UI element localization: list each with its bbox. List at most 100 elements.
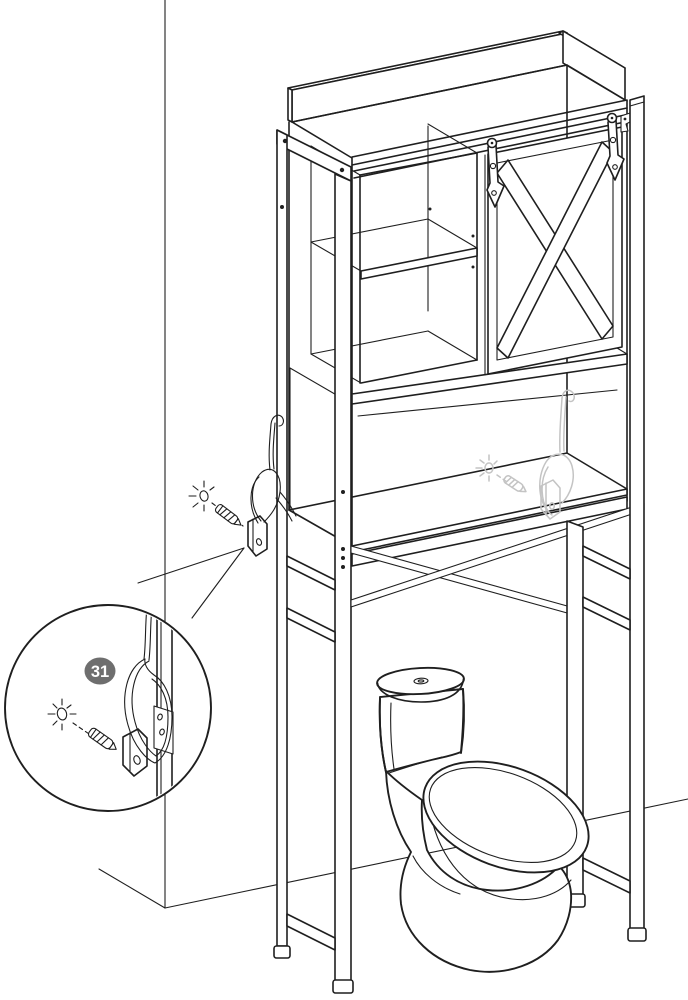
callout-number: 31 [91, 663, 109, 681]
plate-screw [159, 728, 165, 736]
shelf-pin-hole [471, 265, 475, 269]
ghost-anchor-right [475, 389, 575, 520]
anti-tip-anchor-left [188, 414, 297, 557]
starburst-rays [188, 480, 215, 512]
rail-stop-bolt [623, 117, 627, 121]
hanger-hole [609, 136, 617, 144]
wall-base-line [98, 868, 166, 909]
tank-lid-edge [376, 678, 465, 703]
flush-button-center [417, 679, 425, 683]
screw [341, 556, 345, 560]
cabinet-top-tray [287, 30, 628, 166]
detail-callout: 31 [4, 547, 245, 812]
niche-top-board [351, 353, 628, 405]
base-contour [412, 855, 461, 895]
hanger-roller-bolt [490, 141, 494, 145]
tray-right-rim-face [562, 30, 626, 101]
left-panel-top-rail [276, 129, 352, 182]
rope-strand-up [268, 423, 272, 471]
sliding-barn-door [484, 126, 623, 376]
bottom-shelf-right-depth [566, 452, 628, 490]
shelf-pin-hole [428, 207, 432, 211]
screw [341, 547, 345, 551]
callout-wedge-line [191, 547, 245, 619]
rope-strand [559, 397, 563, 453]
l-bracket-hole [548, 502, 556, 510]
tank-left-edge [378, 698, 387, 773]
tray-back-rim-face [291, 32, 568, 123]
rope-end-hook [561, 389, 575, 403]
tank-right-edge [460, 688, 465, 754]
left-bottom-rail [286, 913, 336, 951]
left-front-foot [332, 979, 354, 994]
right-mid-rail-upper [582, 545, 631, 580]
hanger-roller-bolt [610, 116, 614, 120]
callout-circle [4, 604, 212, 812]
callout-rope-loop [124, 658, 173, 764]
l-bracket-ghost [540, 479, 561, 520]
interior-top-right-depth [427, 123, 478, 154]
wall-anchor-plug-ghost [503, 475, 527, 493]
left-back-post [276, 129, 288, 947]
shelf-front-edge [360, 247, 478, 280]
right-front-foot [627, 927, 647, 942]
interior-back-bottom [310, 330, 429, 355]
tray-back-rim-left-cap [287, 87, 293, 123]
hanger-strap [486, 144, 505, 208]
bottom-shelf-back-edge [288, 452, 568, 511]
left-mid-rail-lower [286, 607, 336, 643]
bottom-shelf [288, 452, 628, 567]
bottom-shelf-front-edge [351, 488, 628, 553]
shelf-right-depth [427, 218, 478, 249]
callout-starburst-rays [47, 698, 77, 731]
screw [339, 167, 345, 173]
shelf-back-edge [310, 218, 429, 243]
flush-button [413, 677, 429, 685]
hanger-hole [491, 190, 497, 196]
callout-content [47, 607, 174, 809]
callout-rope-loop-inner [131, 660, 169, 757]
hanger-strap [606, 119, 625, 181]
starburst-rays [475, 454, 498, 482]
screw [282, 138, 288, 144]
anti-tip-rope-loop-inner [250, 476, 260, 524]
l-bracket-hole [255, 538, 263, 546]
rope-strand [563, 396, 567, 452]
right-front-post-cap [629, 101, 645, 107]
opening-bottom-edge [360, 359, 478, 384]
right-bottom-rail [582, 857, 631, 894]
cabinet-carcass [288, 64, 628, 559]
left-mid-rail-upper [286, 555, 336, 591]
toilet-seat [422, 760, 590, 874]
bowl-rim-line [429, 811, 572, 901]
screw [341, 490, 345, 494]
rope-strand-up [272, 422, 276, 470]
wall-hole-starburst [199, 490, 209, 502]
hanger-hole [612, 164, 618, 170]
left-front-post [334, 173, 352, 983]
rope-strand [275, 497, 293, 522]
interior-bottom-right-depth [427, 330, 478, 361]
callout-wedge-line [137, 547, 245, 584]
rope-end-hook [270, 414, 284, 427]
open-compartment [310, 123, 478, 384]
callout-starburst [56, 707, 68, 721]
left-back-foot [273, 945, 291, 959]
tank-bowl-junction [385, 756, 443, 775]
cross-brace-a [350, 545, 579, 617]
callout-bracket-hole [133, 755, 141, 765]
callout-l-bracket [122, 728, 148, 777]
callout-anchor-plug [87, 727, 117, 750]
door-frame-border [496, 139, 614, 361]
right-front-post [629, 95, 645, 932]
toilet [376, 666, 590, 973]
compartment-shelf [310, 218, 478, 280]
anti-tip-rope-loop [251, 468, 281, 523]
plate-screw [157, 713, 163, 721]
shelf-pin-hole [471, 234, 475, 238]
wall-anchor-plug [214, 504, 242, 526]
toilet-bowl [385, 770, 573, 973]
screw [341, 565, 345, 569]
